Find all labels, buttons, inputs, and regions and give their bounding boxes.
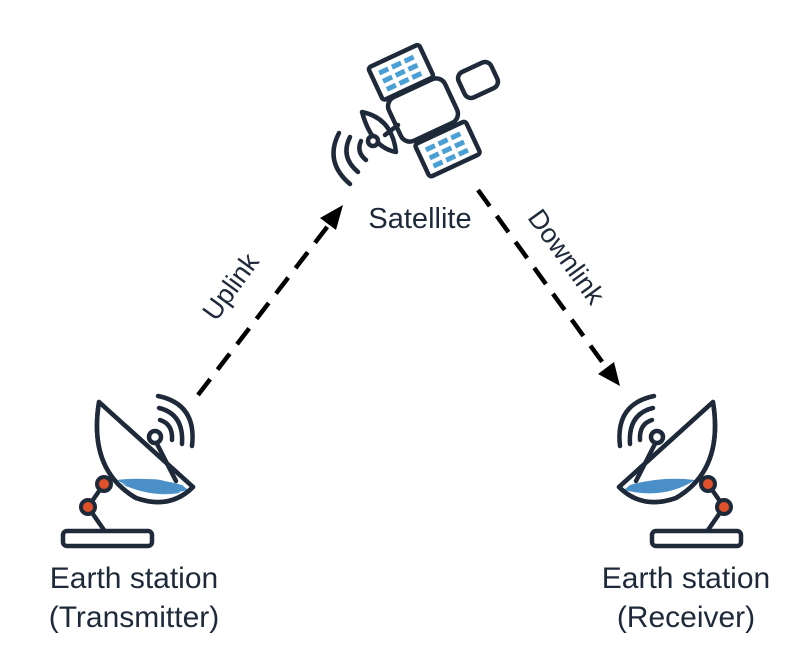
receiver-dish-icon	[616, 393, 744, 549]
uplink-arrow	[196, 205, 343, 397]
transmitter-label-line1: Earth station	[50, 562, 218, 595]
transmitter-label-line2: (Transmitter)	[49, 601, 220, 634]
uplink-label: Uplink	[197, 247, 266, 326]
satellite-label: Satellite	[368, 203, 471, 235]
downlink-arrow	[476, 188, 620, 386]
receiver-label-line2: (Receiver)	[617, 601, 755, 634]
transmitter-dish-icon	[60, 393, 196, 549]
satellite-icon	[331, 42, 501, 187]
downlink-label: Downlink	[522, 204, 611, 311]
receiver-label-line1: Earth station	[602, 562, 770, 595]
